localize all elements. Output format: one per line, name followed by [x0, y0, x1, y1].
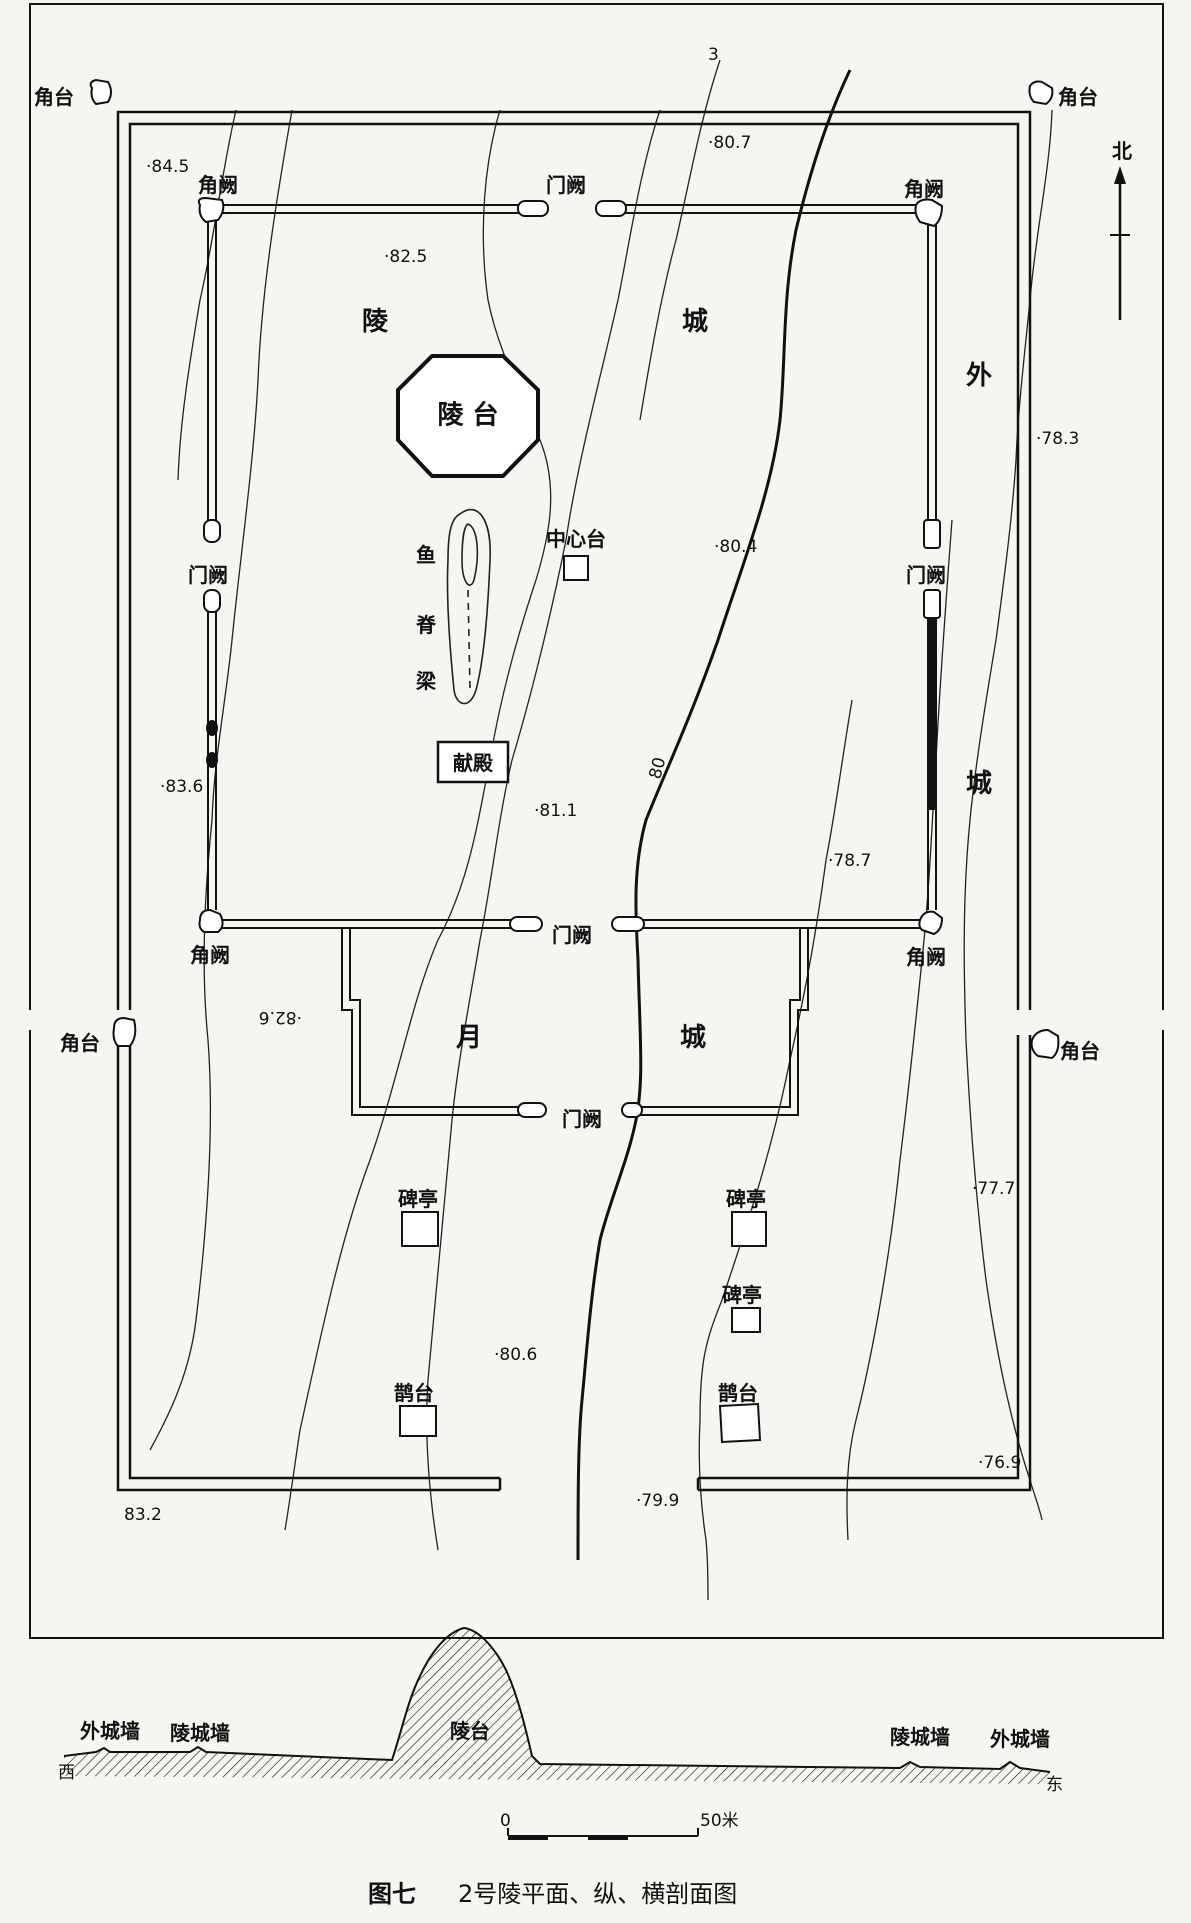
wall-node [206, 720, 218, 736]
contour-80 [576, 69, 852, 1561]
section-west-label: 西 [58, 1763, 75, 1783]
map-frame-lower [29, 1030, 1164, 1639]
mound-label: 陵 台 [437, 400, 498, 431]
gate-que-label-s: 门阙 [552, 923, 592, 947]
section-mausoleum-wall-label-w: 陵城墙 [170, 1721, 230, 1745]
section-outer-wall-label-e: 外城墙 [990, 1727, 1050, 1751]
stele-pavilion-label-e1: 碑亭 [726, 1187, 766, 1211]
elev-811: ·81.1 [534, 801, 577, 821]
elev-807: ·80.7 [708, 133, 751, 153]
corner-tower-label-se: 角台 [1060, 1039, 1100, 1063]
elev-804: ·80.4 [714, 537, 757, 557]
elev-799: ·79.9 [636, 1491, 679, 1511]
plan-labels: 角台 角台 角台 角台 角阙 角阙 角阙 角阙 门阙 门阙 门阙 门阙 门阙 陵… [34, 85, 1100, 1405]
elevation-points: ·84.5 ·80.7 ·82.5 ·78.3 ·80.4 ·83.6 ·81.… [124, 133, 1079, 1525]
elev-806: ·80.6 [494, 1345, 537, 1365]
elev-783: ·78.3 [1036, 429, 1079, 449]
mausoleum-city-label-2: 城 [682, 307, 708, 337]
fish-ridge-label-2: 脊 [415, 613, 437, 637]
gate-que-label-moon: 门阙 [562, 1107, 602, 1131]
map-frame [29, 3, 1164, 1010]
moon-city-wall [341, 928, 809, 1116]
stele-pavilion-label-e2: 碑亭 [722, 1283, 762, 1307]
corner-que-label-sw: 角阙 [190, 943, 230, 967]
elev-836: ·83.6 [160, 777, 203, 797]
corner-que-label-nw: 角阙 [198, 173, 238, 197]
moon-city-label-1: 月 [455, 1023, 482, 1053]
contour-lines [149, 59, 1053, 1601]
stele-pavilion-label-w: 碑亭 [398, 1187, 438, 1211]
contour-label-3: 3 [708, 45, 719, 65]
scale-fifty-label: 50米 [700, 1811, 739, 1831]
section-east-label: 东 [1046, 1775, 1063, 1795]
cross-section: 外城墙 陵城墙 陵台 陵城墙 外城墙 西 东 [58, 1626, 1063, 1795]
elev-825: ·82.5 [384, 247, 427, 267]
section-mausoleum-wall-label-e: 陵城墙 [890, 1725, 950, 1749]
moon-city-label-2: 城 [680, 1023, 706, 1053]
contour-label-80: 80 [646, 755, 671, 781]
gate-que-label-w: 门阙 [188, 563, 228, 587]
section-mound-label: 陵台 [450, 1719, 490, 1743]
outer-city-wall [116, 110, 1032, 1492]
caption-text: 2号陵平面、纵、横剖面图 [458, 1880, 737, 1908]
corner-towers [89, 78, 1060, 1060]
fish-ridge-label-1: 鱼 [416, 543, 436, 567]
corner-que-label-ne: 角阙 [904, 177, 944, 201]
section-mound-fill [392, 1628, 540, 1764]
corner-tower-label-ne: 角台 [1058, 85, 1098, 109]
gate-que-label-e: 门阙 [906, 563, 946, 587]
north-label: 北 [1112, 139, 1132, 163]
elev-769: ·76.9 [978, 1453, 1021, 1473]
caption-number: 图七 [368, 1880, 416, 1908]
section-profile [63, 1626, 1051, 1773]
scale-bar: 0 50米 [500, 1811, 739, 1840]
que-towers [197, 196, 944, 1118]
elev-787: ·78.7 [828, 851, 871, 871]
corner-tower-label-sw: 角台 [60, 1031, 100, 1055]
elev-826: ·82.6 [259, 1007, 302, 1027]
outer-city-label-2: 城 [966, 769, 992, 799]
corner-que-label-se: 角阙 [906, 945, 946, 969]
mound-octagon [396, 354, 540, 478]
wall-node [206, 752, 218, 768]
scale-zero-label: 0 [500, 1811, 511, 1831]
buildings [399, 555, 767, 1444]
gate-que-label-n: 门阙 [546, 173, 586, 197]
section-ground-fill [64, 1747, 1050, 1784]
corner-tower-label-nw: 角台 [34, 85, 74, 109]
wall-dark-segment [929, 610, 935, 810]
que-platform-label-w: 鹊台 [394, 1381, 434, 1405]
north-arrow: 北 [1110, 139, 1132, 320]
mausoleum-city-label-1: 陵 [362, 307, 389, 337]
elev-845: ·84.5 [146, 157, 189, 177]
fish-ridge-label-3: 梁 [415, 669, 437, 693]
elev-832: 83.2 [124, 1505, 162, 1525]
offering-hall-label: 献殿 [453, 751, 494, 775]
outer-city-label-1: 外 [966, 361, 992, 391]
fish-ridge [446, 508, 491, 705]
elev-777: ·77.7 [972, 1179, 1015, 1199]
section-outer-wall-label-w: 外城墙 [80, 1719, 140, 1743]
center-platform-label: 中心台 [546, 527, 606, 551]
que-platform-label-e: 鹊台 [718, 1381, 758, 1405]
